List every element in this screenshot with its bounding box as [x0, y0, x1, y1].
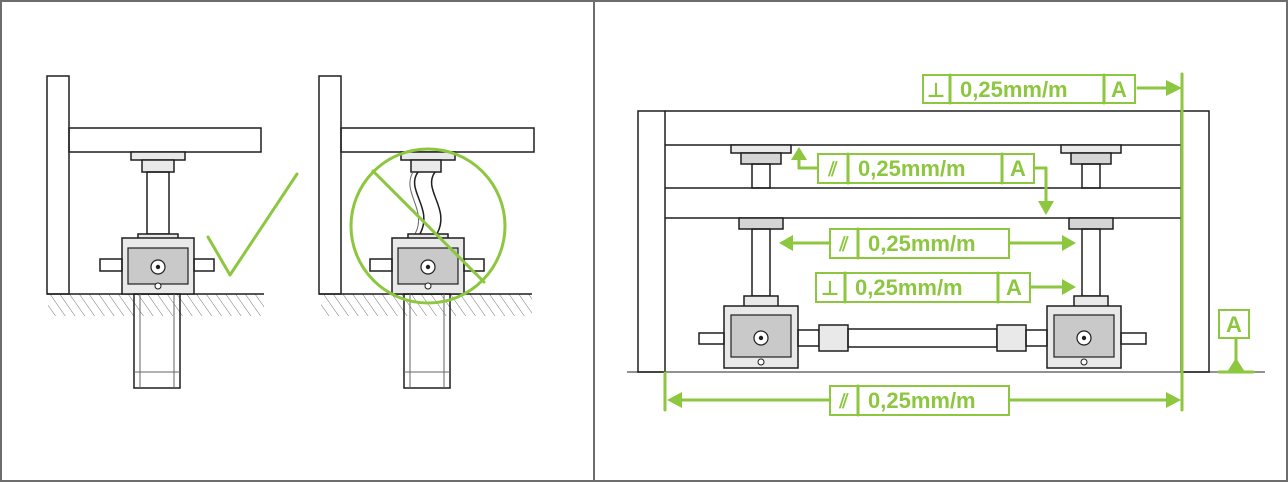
synchronized-lifting-system: [627, 110, 1265, 373]
parallelism-reference-top: A: [1010, 156, 1026, 181]
check-icon: [206, 172, 299, 277]
parallelism-symbol-top: ⫽: [828, 157, 839, 181]
perpendicularity-value-top: 0,25mm/m: [960, 77, 1068, 102]
parallelism-label-top: ⫽ 0,25mm/m A: [817, 152, 1035, 185]
parallelism-symbol-bottom: ⫽: [839, 389, 850, 413]
perpendicularity-symbol-middle: ⊥: [821, 276, 839, 300]
perpendicularity-value-middle: 0,25mm/m: [855, 275, 963, 300]
parallelism-value-top: 0,25mm/m: [858, 156, 966, 181]
parallelism-label-bottom: ⫽ 0,25mm/m: [829, 384, 1010, 417]
parallelism-value-middle: 0,25mm/m: [868, 231, 976, 256]
perpendicularity-label-middle: ⊥ 0,25mm/m A: [815, 271, 1031, 304]
perpendicularity-label-top: ⊥ 0,25mm/m A: [922, 73, 1136, 105]
correct-installation-diagram: [46, 75, 264, 389]
parallelism-label-middle: ⫽ 0,25mm/m: [829, 227, 1010, 260]
datum-letter-a: A: [1226, 312, 1242, 337]
datum-label-a: A: [1218, 309, 1250, 339]
parallelism-value-bottom: 0,25mm/m: [868, 388, 976, 413]
incorrect-installation-diagram: [318, 75, 535, 389]
perpendicularity-symbol-top: ⊥: [927, 78, 945, 102]
perpendicularity-reference-middle: A: [1006, 275, 1022, 300]
tolerance-annotations: [663, 72, 1255, 412]
perpendicularity-reference-top: A: [1111, 77, 1127, 102]
prohibited-icon: [349, 147, 507, 305]
parallelism-symbol-middle: ⫽: [839, 232, 850, 256]
